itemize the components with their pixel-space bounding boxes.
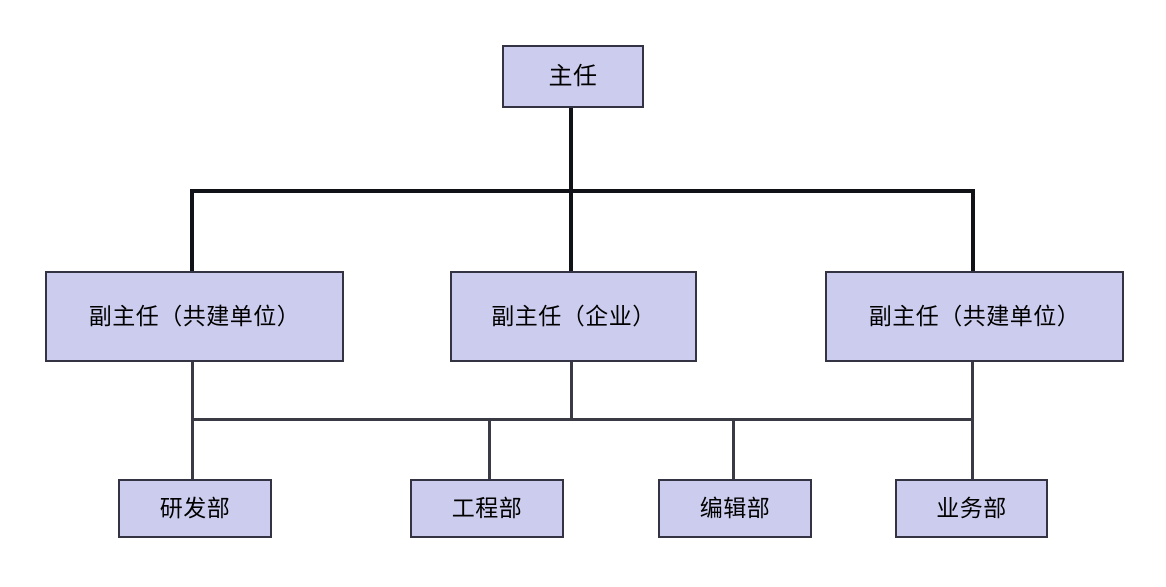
node-deputy-director-joint-unit-right[interactable]: 副主任（共建单位）: [825, 271, 1124, 362]
connector-stem-deputy-2: [570, 362, 573, 421]
connector-stem-deputy-3: [971, 362, 974, 421]
node-department-editorial[interactable]: 编辑部: [658, 479, 812, 538]
connector-drop-dept-editorial: [732, 418, 735, 480]
node-label: 研发部: [159, 495, 231, 521]
connector-drop-deputy-2: [569, 189, 573, 273]
node-department-engineering[interactable]: 工程部: [410, 479, 564, 538]
connector-drop-deputy-1: [190, 189, 194, 273]
node-department-rd[interactable]: 研发部: [118, 479, 272, 538]
connector-drop-dept-rd: [191, 418, 194, 480]
node-deputy-director-joint-unit-left[interactable]: 副主任（共建单位）: [45, 271, 344, 362]
connector-level2-bus: [190, 189, 975, 193]
connector-level3-bus: [191, 418, 974, 421]
node-department-business[interactable]: 业务部: [895, 479, 1048, 538]
node-label: 业务部: [936, 495, 1007, 521]
connector-drop-dept-business: [971, 418, 974, 480]
node-label: 副主任（共建单位）: [88, 303, 301, 329]
node-label: 副主任（企业）: [491, 303, 656, 329]
node-root-director[interactable]: 主任: [502, 45, 644, 108]
connector-stem-deputy-1: [191, 362, 194, 421]
node-deputy-director-enterprise[interactable]: 副主任（企业）: [450, 271, 697, 362]
node-label: 工程部: [451, 495, 523, 521]
connector-drop-dept-engineering: [488, 418, 491, 480]
node-label: 编辑部: [699, 495, 771, 521]
node-label: 主任: [548, 62, 598, 90]
node-label: 副主任（共建单位）: [868, 303, 1081, 329]
connector-drop-deputy-3: [971, 189, 975, 273]
connector-root-stem: [569, 108, 573, 193]
